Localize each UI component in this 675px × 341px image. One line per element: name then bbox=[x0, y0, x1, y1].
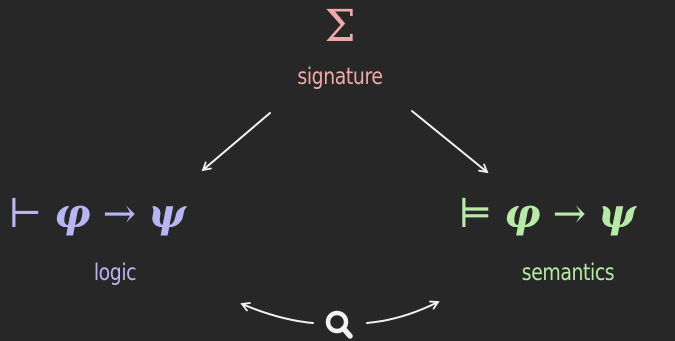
implies-arrow: → bbox=[102, 191, 137, 237]
implies-arrow: → bbox=[552, 191, 587, 237]
signature-symbol: Σ bbox=[324, 1, 356, 52]
arrow-to-logic bbox=[240, 302, 314, 324]
psi-symbol: ψ bbox=[148, 190, 186, 237]
arrow-to-semantics bbox=[366, 300, 440, 324]
logic-label: logic bbox=[93, 260, 137, 286]
turnstile-symbol: ⊢ bbox=[8, 191, 43, 237]
arrow-signature-to-logic bbox=[201, 112, 271, 172]
search-icon bbox=[325, 310, 353, 339]
logic-formula: ⊢φ→ψ bbox=[8, 190, 186, 238]
semantics-label: semantics bbox=[521, 260, 615, 286]
phi-symbol: φ bbox=[504, 190, 541, 237]
signature-label: signature bbox=[297, 64, 383, 90]
psi-symbol: ψ bbox=[598, 190, 636, 237]
arrow-signature-to-semantics bbox=[411, 110, 489, 174]
phi-symbol: φ bbox=[54, 190, 91, 237]
semantics-formula: ⊨φ→ψ bbox=[458, 190, 636, 238]
models-symbol: ⊨ bbox=[458, 191, 493, 237]
